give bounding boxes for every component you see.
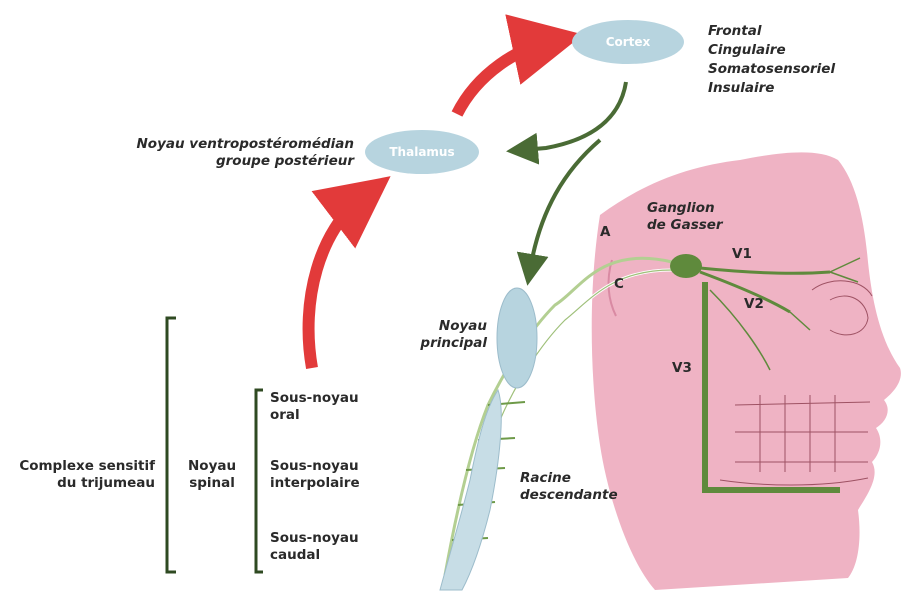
interpolaire-line2: interpolaire	[270, 475, 360, 492]
cortex-area-frontal: Frontal	[708, 22, 835, 41]
complexe-line2: du trijumeau	[19, 475, 155, 492]
noyau-principal-shape	[497, 288, 537, 388]
noyau-principal-line2: principal	[420, 335, 487, 352]
racine-line2: descendante	[520, 487, 618, 504]
complexe-bracket	[167, 318, 176, 572]
noyau-principal-line1: Noyau	[420, 318, 487, 335]
ganglion-shape	[670, 254, 702, 278]
oral-line2: oral	[270, 407, 359, 424]
cortex-area-somatosensoriel: Somatosensoriel	[708, 60, 835, 79]
sous-noyau-interpolaire-label: Sous-noyau interpolaire	[270, 458, 360, 492]
caudal-line1: Sous-noyau	[270, 530, 359, 547]
red-arrow-spinal-to-thalamus	[309, 198, 362, 368]
green-arrow-cortex-to-noyau	[530, 140, 600, 270]
ganglion-line1: Ganglion	[647, 200, 723, 217]
face-region	[592, 152, 901, 590]
cortex-area-cingulaire: Cingulaire	[708, 41, 835, 60]
thalamus-node-label: Thalamus	[389, 145, 454, 159]
cortex-area-insulaire: Insulaire	[708, 79, 835, 98]
green-arrow-cortex-to-thalamus	[522, 82, 626, 150]
noyau-vpm-label: Noyau ventropostéromédian groupe postéri…	[137, 136, 355, 170]
spinal-nucleus-column	[440, 390, 501, 590]
caudal-line2: caudal	[270, 547, 359, 564]
oral-line1: Sous-noyau	[270, 390, 359, 407]
racine-label: Racine descendante	[520, 470, 618, 504]
v1-label: V1	[732, 246, 752, 263]
red-arrow-thalamus-to-cortex	[457, 42, 548, 114]
racine-line1: Racine	[520, 470, 618, 487]
fiber-c-label: C	[614, 276, 624, 293]
noyau-spinal-bracket	[256, 390, 263, 572]
sous-noyau-oral-label: Sous-noyau oral	[270, 390, 359, 424]
noyau-spinal-line2: spinal	[188, 475, 236, 492]
v3-label: V3	[672, 360, 692, 377]
noyau-spinal-line1: Noyau	[188, 458, 236, 475]
noyau-principal-label: Noyau principal	[420, 318, 487, 352]
sous-noyau-caudal-label: Sous-noyau caudal	[270, 530, 359, 564]
cortex-areas-list: Frontal Cingulaire Somatosensoriel Insul…	[708, 22, 835, 98]
interpolaire-line1: Sous-noyau	[270, 458, 360, 475]
noyau-vpm-line2: groupe postérieur	[137, 153, 355, 170]
noyau-spinal-label: Noyau spinal	[188, 458, 236, 492]
ganglion-line2: de Gasser	[647, 217, 723, 234]
fiber-a-label: A	[600, 224, 610, 241]
v2-label: V2	[744, 296, 764, 313]
complexe-line1: Complexe sensitif	[19, 458, 155, 475]
cortex-node-label: Cortex	[606, 35, 651, 49]
complexe-label: Complexe sensitif du trijumeau	[19, 458, 155, 492]
noyau-vpm-line1: Noyau ventropostéromédian	[137, 136, 355, 153]
ganglion-label: Ganglion de Gasser	[647, 200, 723, 234]
